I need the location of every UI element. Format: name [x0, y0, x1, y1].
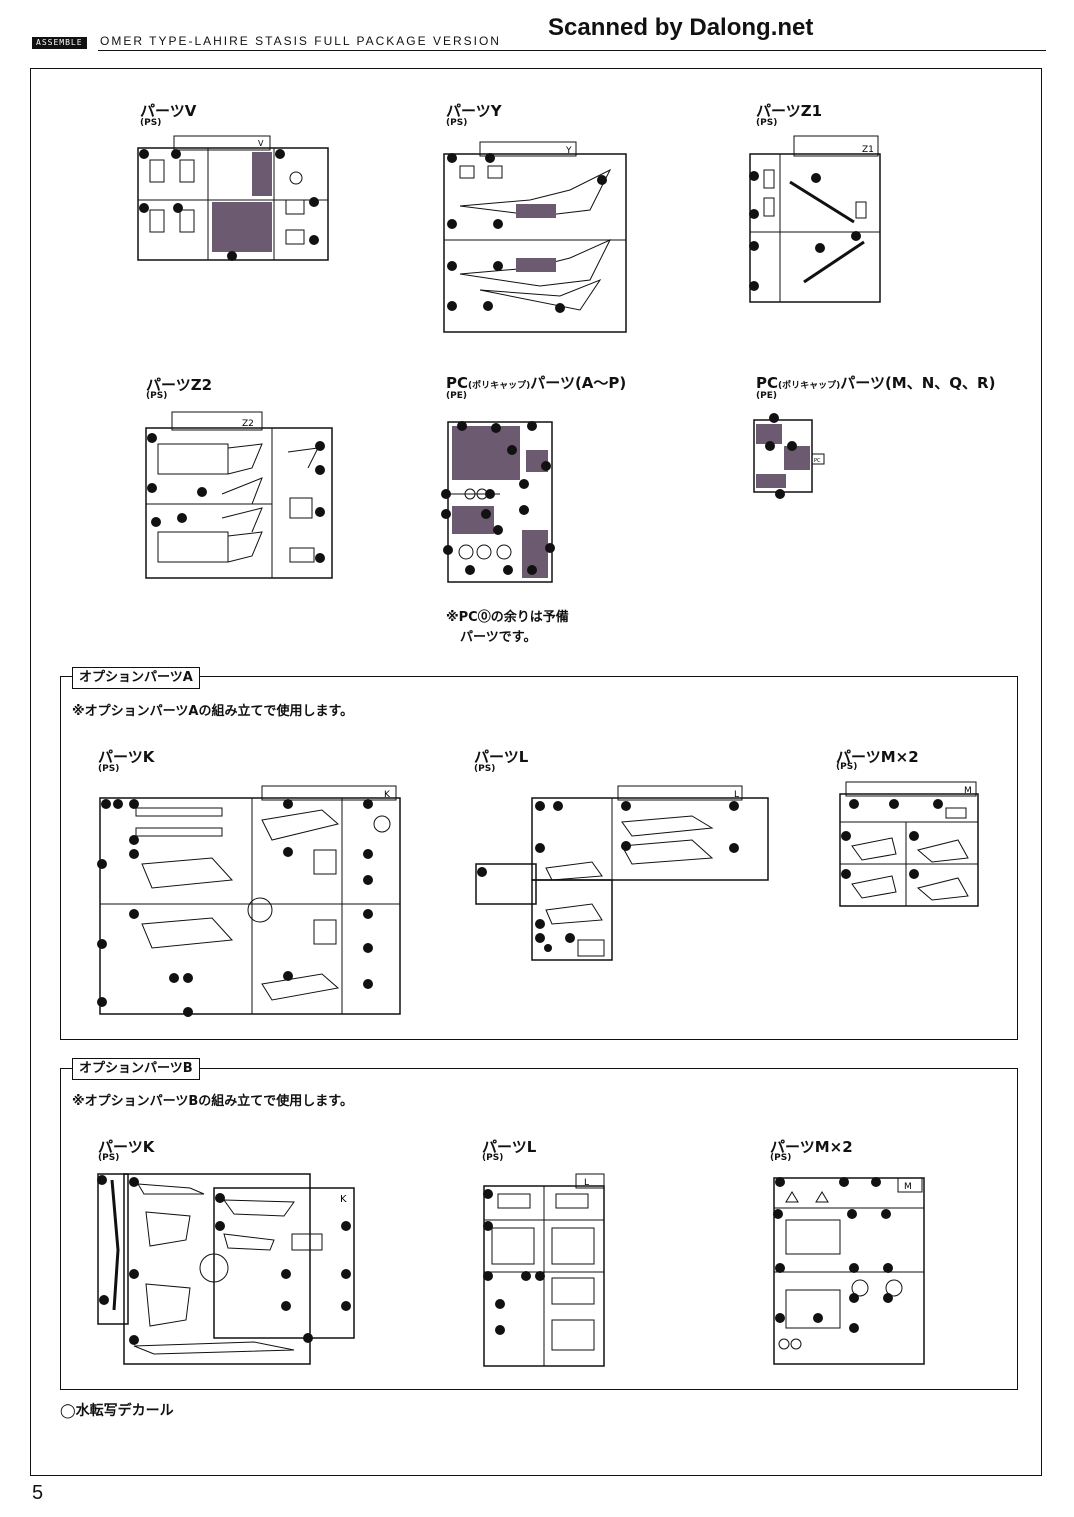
sprue-z2-material: (PS): [146, 391, 168, 401]
option-b-l-corner: L: [584, 1178, 589, 1188]
water-slide-decal-note: ◯水転写デカール: [60, 1403, 174, 1419]
sprue-v-material: (PS): [140, 118, 162, 128]
option-a-l-diagram: L: [475, 785, 769, 961]
option-b-k-diagram: K: [97, 1173, 355, 1365]
option-b-k-label: パーツK: [98, 1138, 155, 1156]
option-a-m-material: (PS): [836, 762, 858, 772]
parts-list-frame: [30, 68, 1042, 1476]
option-a-note: ※オプションパーツAの組み立てで使用します。: [72, 704, 354, 719]
sprue-z1-material: (PS): [756, 118, 778, 128]
option-b-l-material: (PS): [482, 1153, 504, 1163]
sprue-y-corner: Y: [565, 146, 572, 156]
sprue-v-label: パーツV: [140, 102, 197, 120]
sprue-y-label: パーツY: [446, 102, 502, 120]
sprue-z1-corner: Z1: [862, 145, 874, 155]
option-a-box: [60, 676, 1018, 1040]
option-a-l-material: (PS): [474, 764, 496, 774]
assemble-tag: ASSEMBLE: [32, 37, 87, 49]
sprue-pc-ap-material: (PE): [446, 391, 467, 401]
option-a-m-diagram: M: [839, 781, 979, 907]
sprue-v-corner: V: [258, 139, 264, 148]
option-a-m-label: パーツM×2: [836, 748, 919, 766]
option-b-m-diagram: M: [773, 1177, 925, 1365]
option-a-m-corner: M: [964, 786, 972, 796]
sprue-z2-corner: Z2: [242, 419, 254, 429]
sprue-v-diagram: V: [137, 135, 329, 261]
sprue-z1-diagram: Z1: [749, 135, 881, 303]
option-a-l-corner: L: [734, 790, 739, 800]
option-a-k-corner: K: [384, 790, 391, 800]
sprue-pc-mnqr-label: PC(ポリキャップ)パーツ(M、N、Q、R): [756, 374, 996, 392]
option-a-k-label: パーツK: [98, 748, 155, 766]
sprue-pc-mnqr-material: (PE): [756, 391, 777, 401]
option-b-k-corner: K: [340, 1194, 347, 1205]
sprue-z1-label: パーツZ1: [756, 102, 823, 120]
option-a-k-diagram: K: [97, 785, 401, 1017]
sprue-y-diagram: Y: [443, 141, 627, 333]
sprue-pc-mnqr-diagram: PC: [753, 413, 825, 499]
option-b-note: ※オプションパーツBの組み立てで使用します。: [72, 1094, 353, 1109]
option-b-k-material: (PS): [98, 1153, 120, 1163]
sprue-z2-label: パーツZ2: [146, 376, 213, 394]
option-b-m-label: パーツM×2: [770, 1138, 853, 1156]
page-number: 5: [32, 1482, 44, 1504]
option-a-tab: オプションパーツA: [72, 667, 200, 689]
option-b-tab: オプションパーツB: [72, 1058, 200, 1080]
pc-spare-note-line2: パーツです。: [460, 630, 537, 645]
option-b-box: [60, 1068, 1018, 1390]
option-b-l-diagram: L: [483, 1173, 605, 1367]
option-a-l-label: パーツL: [474, 748, 529, 766]
option-b-l-label: パーツL: [482, 1138, 537, 1156]
option-b-m-corner: M: [904, 1182, 912, 1192]
sprue-pc-ap-diagram: [441, 421, 555, 583]
sprue-z2-diagram: Z2: [145, 411, 333, 579]
sprue-y-material: (PS): [446, 118, 468, 128]
page-header-title: OMER TYPE-LAHIRE STASIS FULL PACKAGE VER…: [100, 34, 501, 48]
pc-spare-note-line1: ※PC⓪の余りは予備: [446, 610, 569, 625]
svg-text:PC: PC: [814, 458, 821, 464]
option-b-m-material: (PS): [770, 1153, 792, 1163]
header-rule: [98, 50, 1046, 51]
scanner-watermark: Scanned by Dalong.net: [548, 14, 814, 41]
sprue-pc-ap-label: PC(ポリキャップ)パーツ(A〜P): [446, 374, 627, 392]
option-a-k-material: (PS): [98, 764, 120, 774]
